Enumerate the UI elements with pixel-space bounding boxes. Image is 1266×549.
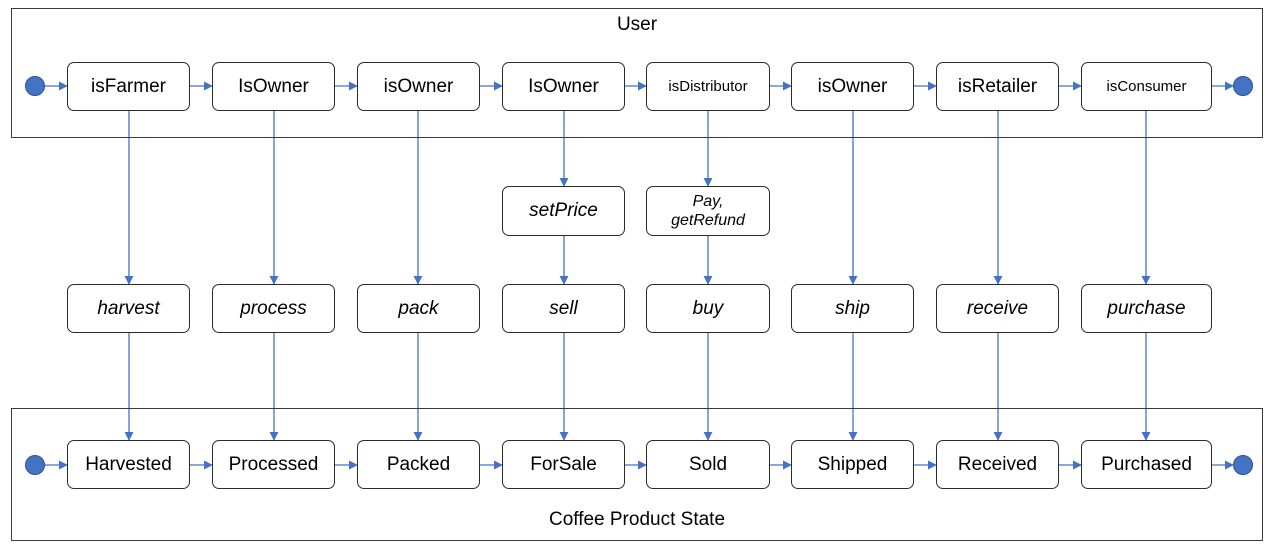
- role-is-owner-3: IsOwner: [502, 62, 625, 111]
- state-processed: Processed: [212, 440, 335, 489]
- modifier-set-price: setPrice: [502, 186, 625, 236]
- action-purchase: purchase: [1081, 284, 1212, 333]
- role-is-retailer: isRetailer: [936, 62, 1059, 111]
- role-is-consumer: isConsumer: [1081, 62, 1212, 111]
- action-pack: pack: [357, 284, 480, 333]
- action-process: process: [212, 284, 335, 333]
- user-start-node: [25, 76, 45, 96]
- role-is-distributor: isDistributor: [646, 62, 770, 111]
- state-purchased: Purchased: [1081, 440, 1212, 489]
- role-is-owner-2: isOwner: [357, 62, 480, 111]
- action-ship: ship: [791, 284, 914, 333]
- action-receive: receive: [936, 284, 1059, 333]
- user-lane: [11, 8, 1263, 138]
- state-harvested: Harvested: [67, 440, 190, 489]
- state-received: Received: [936, 440, 1059, 489]
- state-lane: [11, 408, 1263, 541]
- user-lane-title: User: [616, 14, 658, 35]
- state-sold: Sold: [646, 440, 770, 489]
- state-lane-title: Coffee Product State: [548, 509, 726, 530]
- modifier-pay-get-refund: Pay, getRefund: [646, 186, 770, 236]
- action-harvest: harvest: [67, 284, 190, 333]
- action-buy: buy: [646, 284, 770, 333]
- state-for-sale: ForSale: [502, 440, 625, 489]
- role-is-farmer: isFarmer: [67, 62, 190, 111]
- role-is-owner-4: isOwner: [791, 62, 914, 111]
- state-end-node: [1233, 455, 1253, 475]
- user-end-node: [1233, 76, 1253, 96]
- action-sell: sell: [502, 284, 625, 333]
- state-shipped: Shipped: [791, 440, 914, 489]
- role-is-owner-1: IsOwner: [212, 62, 335, 111]
- state-start-node: [25, 455, 45, 475]
- state-packed: Packed: [357, 440, 480, 489]
